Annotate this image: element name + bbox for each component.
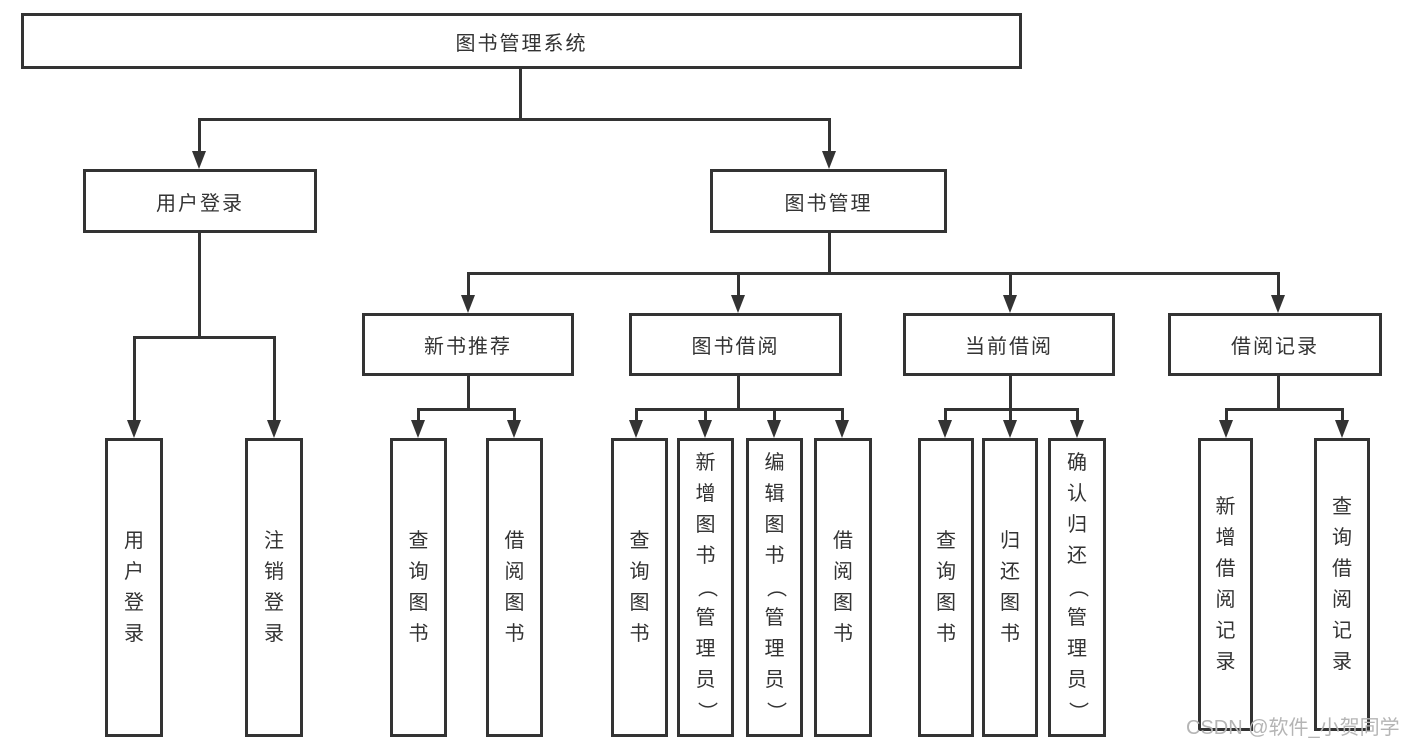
- leaf-user-login: 用户登录: [105, 438, 163, 737]
- leaf-bb-query-book: 查询图书: [611, 438, 668, 737]
- connector-to-cb-return: [1009, 408, 1012, 421]
- connector-new-book-recommend-stem: [467, 376, 470, 410]
- arrowhead-book-borrow: [731, 295, 745, 313]
- arrowhead-leaf-logout: [267, 420, 281, 438]
- arrowhead-br-query: [1335, 420, 1349, 438]
- leaf-rec-borrow-book: 借阅图书: [486, 438, 543, 737]
- connector-book-management-stem: [828, 233, 831, 274]
- connector-user-login-rail: [134, 336, 275, 339]
- leaf-logout: 注销登录: [245, 438, 303, 737]
- leaf-br-query-record: 查询借阅记录: [1314, 438, 1370, 731]
- connector-borrow-record-stem: [1277, 376, 1280, 410]
- connector-level2-rail: [199, 118, 830, 121]
- leaf-cb-return-book: 归还图书: [982, 438, 1038, 737]
- leaf-bb-borrow-book: 借阅图书: [814, 438, 872, 737]
- leaf-cb-query-book: 查询图书: [918, 438, 974, 737]
- connector-root-stem: [519, 68, 522, 119]
- connector-book-borrow-stem: [737, 376, 740, 410]
- connector-to-user-login: [198, 118, 201, 153]
- arrowhead-user-login: [192, 151, 206, 169]
- arrowhead-bb-query: [629, 420, 643, 438]
- connector-user-login-stem: [198, 233, 201, 337]
- connector-to-leaf-user-login: [133, 336, 136, 421]
- arrowhead-br-add: [1219, 420, 1233, 438]
- node-book-borrow: 图书借阅: [629, 313, 842, 376]
- connector-to-bb-borrow: [841, 408, 844, 421]
- arrowhead-borrow-record: [1271, 295, 1285, 313]
- arrowhead-cb-query: [938, 420, 952, 438]
- connector-current-borrow-stem: [1009, 376, 1012, 410]
- connector-bb-rail: [636, 408, 842, 411]
- csdn-watermark: CSDN @软件_小贺同学: [1186, 717, 1400, 739]
- arrowhead-leaf-user-login: [127, 420, 141, 438]
- arrowhead-bb-add: [698, 420, 712, 438]
- leaf-cb-confirm-return-admin: 确认归还（管理员）: [1048, 438, 1106, 737]
- node-root: 图书管理系统: [21, 13, 1022, 69]
- arrowhead-bb-edit: [767, 420, 781, 438]
- node-book-management: 图书管理: [710, 169, 947, 233]
- leaf-bb-edit-book-admin: 编辑图书（管理员）: [746, 438, 803, 737]
- arrowhead-cb-confirm: [1070, 420, 1084, 438]
- connector-to-rec-query: [417, 408, 420, 421]
- arrowhead-cb-return: [1003, 420, 1017, 438]
- arrowhead-book-management: [822, 151, 836, 169]
- connector-to-br-query: [1341, 408, 1344, 421]
- arrowhead-rec-borrow: [507, 420, 521, 438]
- connector-to-bb-edit: [773, 408, 776, 421]
- node-user-login: 用户登录: [83, 169, 317, 233]
- connector-to-current-borrow: [1009, 272, 1012, 296]
- arrowhead-bb-borrow: [835, 420, 849, 438]
- connector-level3-rail: [468, 272, 1279, 275]
- leaf-br-add-record: 新增借阅记录: [1198, 438, 1253, 731]
- arrowhead-new-book-recommend: [461, 295, 475, 313]
- connector-to-new-book-recommend: [467, 272, 470, 296]
- leaf-rec-query-book: 查询图书: [390, 438, 447, 737]
- connector-rec-rail: [418, 408, 515, 411]
- connector-to-book-borrow: [737, 272, 740, 296]
- connector-to-bb-query: [635, 408, 638, 421]
- connector-to-borrow-record: [1277, 272, 1280, 296]
- arrowhead-current-borrow: [1003, 295, 1017, 313]
- node-new-book-recommend: 新书推荐: [362, 313, 574, 376]
- connector-br-rail: [1225, 408, 1342, 411]
- connector-to-rec-borrow: [513, 408, 516, 421]
- leaf-bb-add-book-admin: 新增图书（管理员）: [677, 438, 734, 737]
- connector-to-cb-confirm: [1076, 408, 1079, 421]
- connector-to-br-add: [1225, 408, 1228, 421]
- connector-to-cb-query: [944, 408, 947, 421]
- connector-to-bb-add: [704, 408, 707, 421]
- connector-to-book-management: [828, 118, 831, 153]
- arrowhead-rec-query: [411, 420, 425, 438]
- connector-to-leaf-logout: [273, 336, 276, 421]
- node-borrow-record: 借阅记录: [1168, 313, 1382, 376]
- node-current-borrow: 当前借阅: [903, 313, 1115, 376]
